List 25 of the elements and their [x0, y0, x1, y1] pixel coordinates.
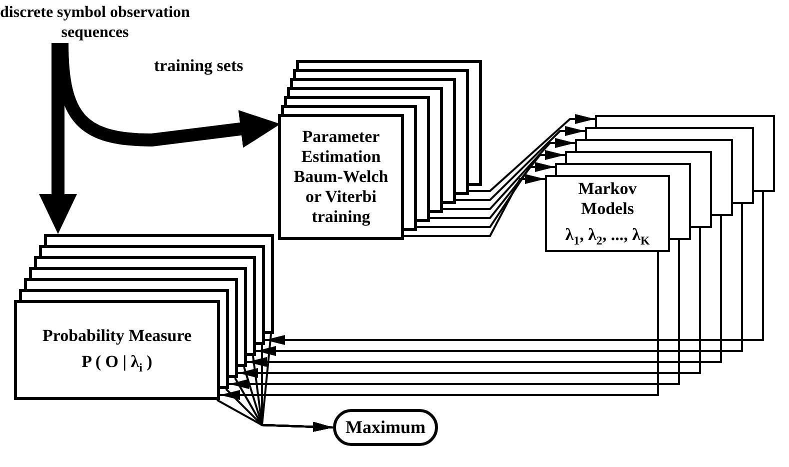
arrow — [443, 138, 575, 210]
arrow — [404, 174, 545, 237]
edge-label: training sets — [152, 56, 246, 76]
thick-arrow — [39, 43, 77, 234]
arrow — [430, 150, 565, 219]
box-label: P ( O | λ$_{i}$ ) — [82, 352, 152, 374]
process-box — [14, 300, 220, 400]
arrow — [238, 228, 701, 378]
terminal-box — [333, 409, 438, 446]
process-box — [278, 114, 404, 240]
box-label: Probability Measure — [42, 326, 192, 346]
process-box — [545, 175, 670, 252]
box-label: Maximum — [346, 416, 426, 438]
box-label: λ$_{1}$, λ$_{2}$, ..., λ$_{K}$ — [565, 225, 650, 248]
arrow — [229, 240, 680, 389]
box-label: Markov Models — [577, 179, 638, 220]
box-label: Parameter Estimation Baum-Welch or Viterbi training — [292, 126, 390, 228]
arrow — [469, 114, 595, 192]
arrow — [456, 126, 585, 201]
arrow — [256, 204, 743, 356]
arrow — [220, 252, 659, 400]
arrow — [247, 216, 722, 367]
arrow — [417, 162, 555, 228]
source-text: discrete symbol observation sequences — [0, 3, 190, 43]
arrow — [265, 192, 764, 345]
